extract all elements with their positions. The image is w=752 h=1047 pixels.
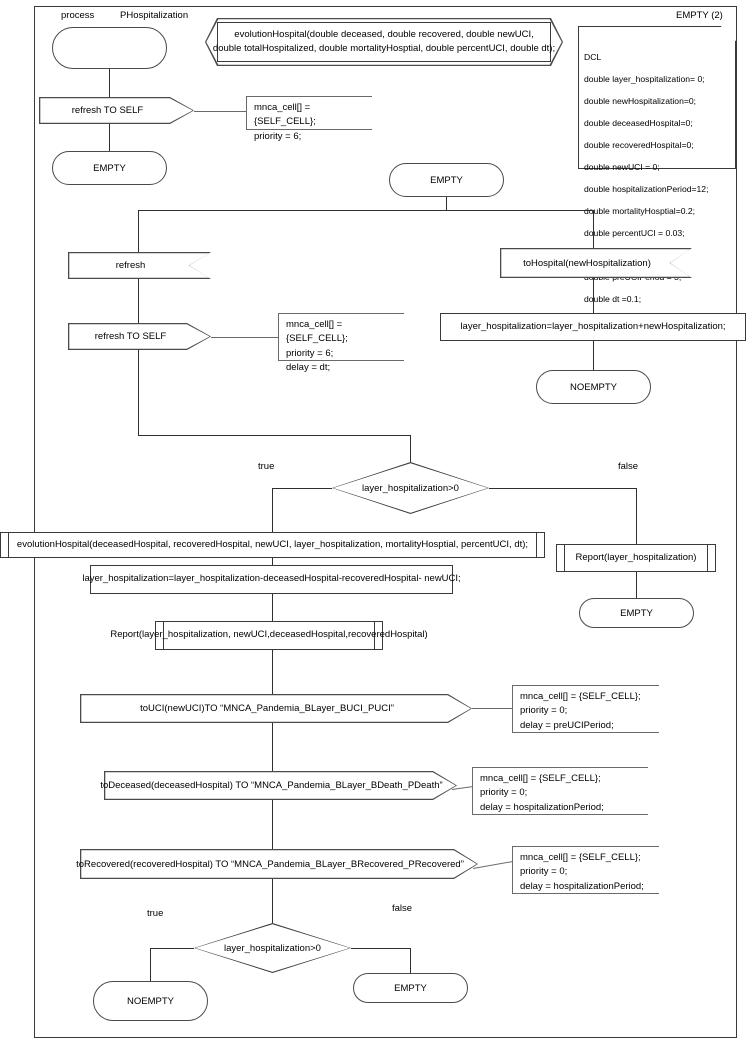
state-start[interactable] <box>52 27 167 69</box>
output-to-uci[interactable]: toUCI(newUCI)TO “MNCA_Pandemia_BLayer_BU… <box>80 694 472 723</box>
task-add-hospitalization-label: layer_hospitalization=layer_hospitalizat… <box>460 320 726 332</box>
comment-refresh-to-self-top: mnca_cell[] = {SELF_CELL}; priority = 6; <box>246 96 372 142</box>
decision-bottom-false-label: false <box>392 903 413 914</box>
dcl-line-6: double mortalityHosptial=0.2; <box>584 206 696 216</box>
process-frame <box>34 6 737 1038</box>
decision-bottom-true-label: true <box>147 908 164 919</box>
state-empty-start-branch[interactable]: EMPTY <box>52 151 167 185</box>
state-empty-start-branch-label: EMPTY <box>93 162 126 174</box>
dcl-line-1: double newHospitalization=0; <box>584 96 697 106</box>
empty-count-label: EMPTY (2) <box>676 10 723 21</box>
connector-bus-to-refresh <box>138 210 140 252</box>
comment-line-refresh-self-main <box>211 337 278 338</box>
connector-decision-top-true-down <box>272 488 274 532</box>
state-noempty-bottom-label: NOEMPTY <box>127 995 174 1007</box>
comment-to-recovered: mnca_cell[] = {SELF_CELL}; priority = 0;… <box>512 846 659 894</box>
dcl-note: DCL double layer_hospitalization= 0; dou… <box>578 26 736 304</box>
decision-top-condition: layer_hospitalization>0 <box>362 482 459 494</box>
process-keyword-label: process <box>61 10 95 21</box>
procdef-line-2: double totalHospitalized, double mortali… <box>212 43 556 54</box>
connector-decision-bottom-false-down <box>410 948 412 973</box>
connector-decision-bottom-true <box>150 948 194 950</box>
comment-line-to-uci <box>472 708 512 709</box>
dcl-line-7: double percentUCI = 0.03; <box>584 228 685 238</box>
connector-todeceased-to-torecovered <box>272 800 274 849</box>
state-noempty-main-label: NOEMPTY <box>570 381 617 393</box>
dcl-line-2: double deceasedHospital=0; <box>584 118 693 128</box>
dcl-line-5: double hospitalizationPeriod=12; <box>584 184 709 194</box>
state-noempty-bottom[interactable]: NOEMPTY <box>93 981 208 1021</box>
connector-refreshself-to-empty <box>109 124 111 151</box>
input-refresh[interactable]: refresh <box>68 252 211 279</box>
state-empty-bottom[interactable]: EMPTY <box>353 973 468 1003</box>
connector-touci-to-todeceased <box>272 723 274 771</box>
call-report-true[interactable]: Report(layer_hospitalization, newUCI,dec… <box>110 621 428 650</box>
call-report-true-label: Report(layer_hospitalization, newUCI,dec… <box>110 629 428 641</box>
state-empty-main-label: EMPTY <box>430 174 463 186</box>
state-empty-main[interactable]: EMPTY <box>389 163 504 197</box>
connector-report-to-touci <box>272 650 274 694</box>
dcl-header: DCL <box>584 52 602 62</box>
connector-into-decision-top <box>410 435 412 462</box>
call-report-false[interactable]: Report(layer_hospitalization) <box>556 544 716 572</box>
connector-refreshself-down <box>138 350 140 436</box>
connector-refreshself-right <box>138 435 410 437</box>
task-subtract-hospitalization-label: layer_hospitalization=layer_hospitalizat… <box>82 573 461 585</box>
comment-to-deceased: mnca_cell[] = {SELF_CELL}; priority = 0;… <box>472 767 648 815</box>
output-to-deceased[interactable]: toDeceased(deceasedHospital) TO “MNCA_Pa… <box>100 771 457 800</box>
connector-subtract-to-report <box>272 594 274 621</box>
call-evolution-hospital[interactable]: evolutionHospital(deceasedHospital, reco… <box>0 532 545 558</box>
connector-start-to-refreshself <box>109 69 111 97</box>
decision-bottom-condition: layer_hospitalization>0 <box>224 942 321 954</box>
state-empty-false-branch[interactable]: EMPTY <box>579 598 694 628</box>
state-noempty-main[interactable]: NOEMPTY <box>536 370 651 404</box>
procedure-definition-shape: evolutionHospital(double deceased, doubl… <box>205 18 563 66</box>
connector-decision-bottom-true-down <box>150 948 152 981</box>
task-subtract-hospitalization[interactable]: layer_hospitalization=layer_hospitalizat… <box>82 565 461 594</box>
comment-refresh-to-self-main: mnca_cell[] = {SELF_CELL}; priority = 6;… <box>278 313 404 373</box>
state-empty-bottom-label: EMPTY <box>394 982 427 994</box>
connector-torecovered-to-decision-bottom <box>272 879 274 923</box>
input-to-hospital[interactable]: toHospital(newHospitalization) <box>500 248 692 278</box>
connector-empty-main-bus <box>138 210 594 212</box>
connector-empty-main-down <box>446 197 448 211</box>
connector-tohospital-to-task <box>593 278 595 313</box>
state-empty-false-branch-label: EMPTY <box>620 607 653 619</box>
connector-decision-bottom-false <box>351 948 411 950</box>
decision-top-false-label: false <box>618 461 639 472</box>
comment-line-refresh-self-top <box>194 111 246 112</box>
process-name-label: PHospitalization <box>120 10 189 21</box>
output-refresh-to-self-top[interactable]: refresh TO SELF <box>39 97 194 124</box>
dcl-line-10: double dt =0.1; <box>584 294 642 304</box>
connector-decision-top-false-down <box>636 488 638 544</box>
procdef-line-1: evolutionHospital(double deceased, doubl… <box>234 29 534 41</box>
output-refresh-to-self-main[interactable]: refresh TO SELF <box>68 323 211 350</box>
connector-decision-top-false <box>489 488 637 490</box>
connector-bus-to-tohospital <box>593 210 595 248</box>
comment-to-uci: mnca_cell[] = {SELF_CELL}; priority = 0;… <box>512 685 659 733</box>
dcl-line-3: double recoveredHospital=0; <box>584 140 694 150</box>
dcl-line-4: double newUCI = 0; <box>584 162 660 172</box>
connector-report-false-to-empty <box>636 572 638 598</box>
connector-decision-top-true <box>272 488 332 490</box>
call-evolution-hospital-label: evolutionHospital(deceasedHospital, reco… <box>16 538 529 550</box>
output-to-recovered[interactable]: toRecovered(recoveredHospital) TO “MNCA_… <box>76 849 478 879</box>
dcl-line-0: double layer_hospitalization= 0; <box>584 74 705 84</box>
connector-refresh-to-refreshself <box>138 279 140 323</box>
call-report-false-label: Report(layer_hospitalization) <box>575 551 697 563</box>
task-add-hospitalization[interactable]: layer_hospitalization=layer_hospitalizat… <box>440 313 746 341</box>
connector-task-to-noempty <box>593 341 595 370</box>
decision-top-true-label: true <box>258 461 275 472</box>
